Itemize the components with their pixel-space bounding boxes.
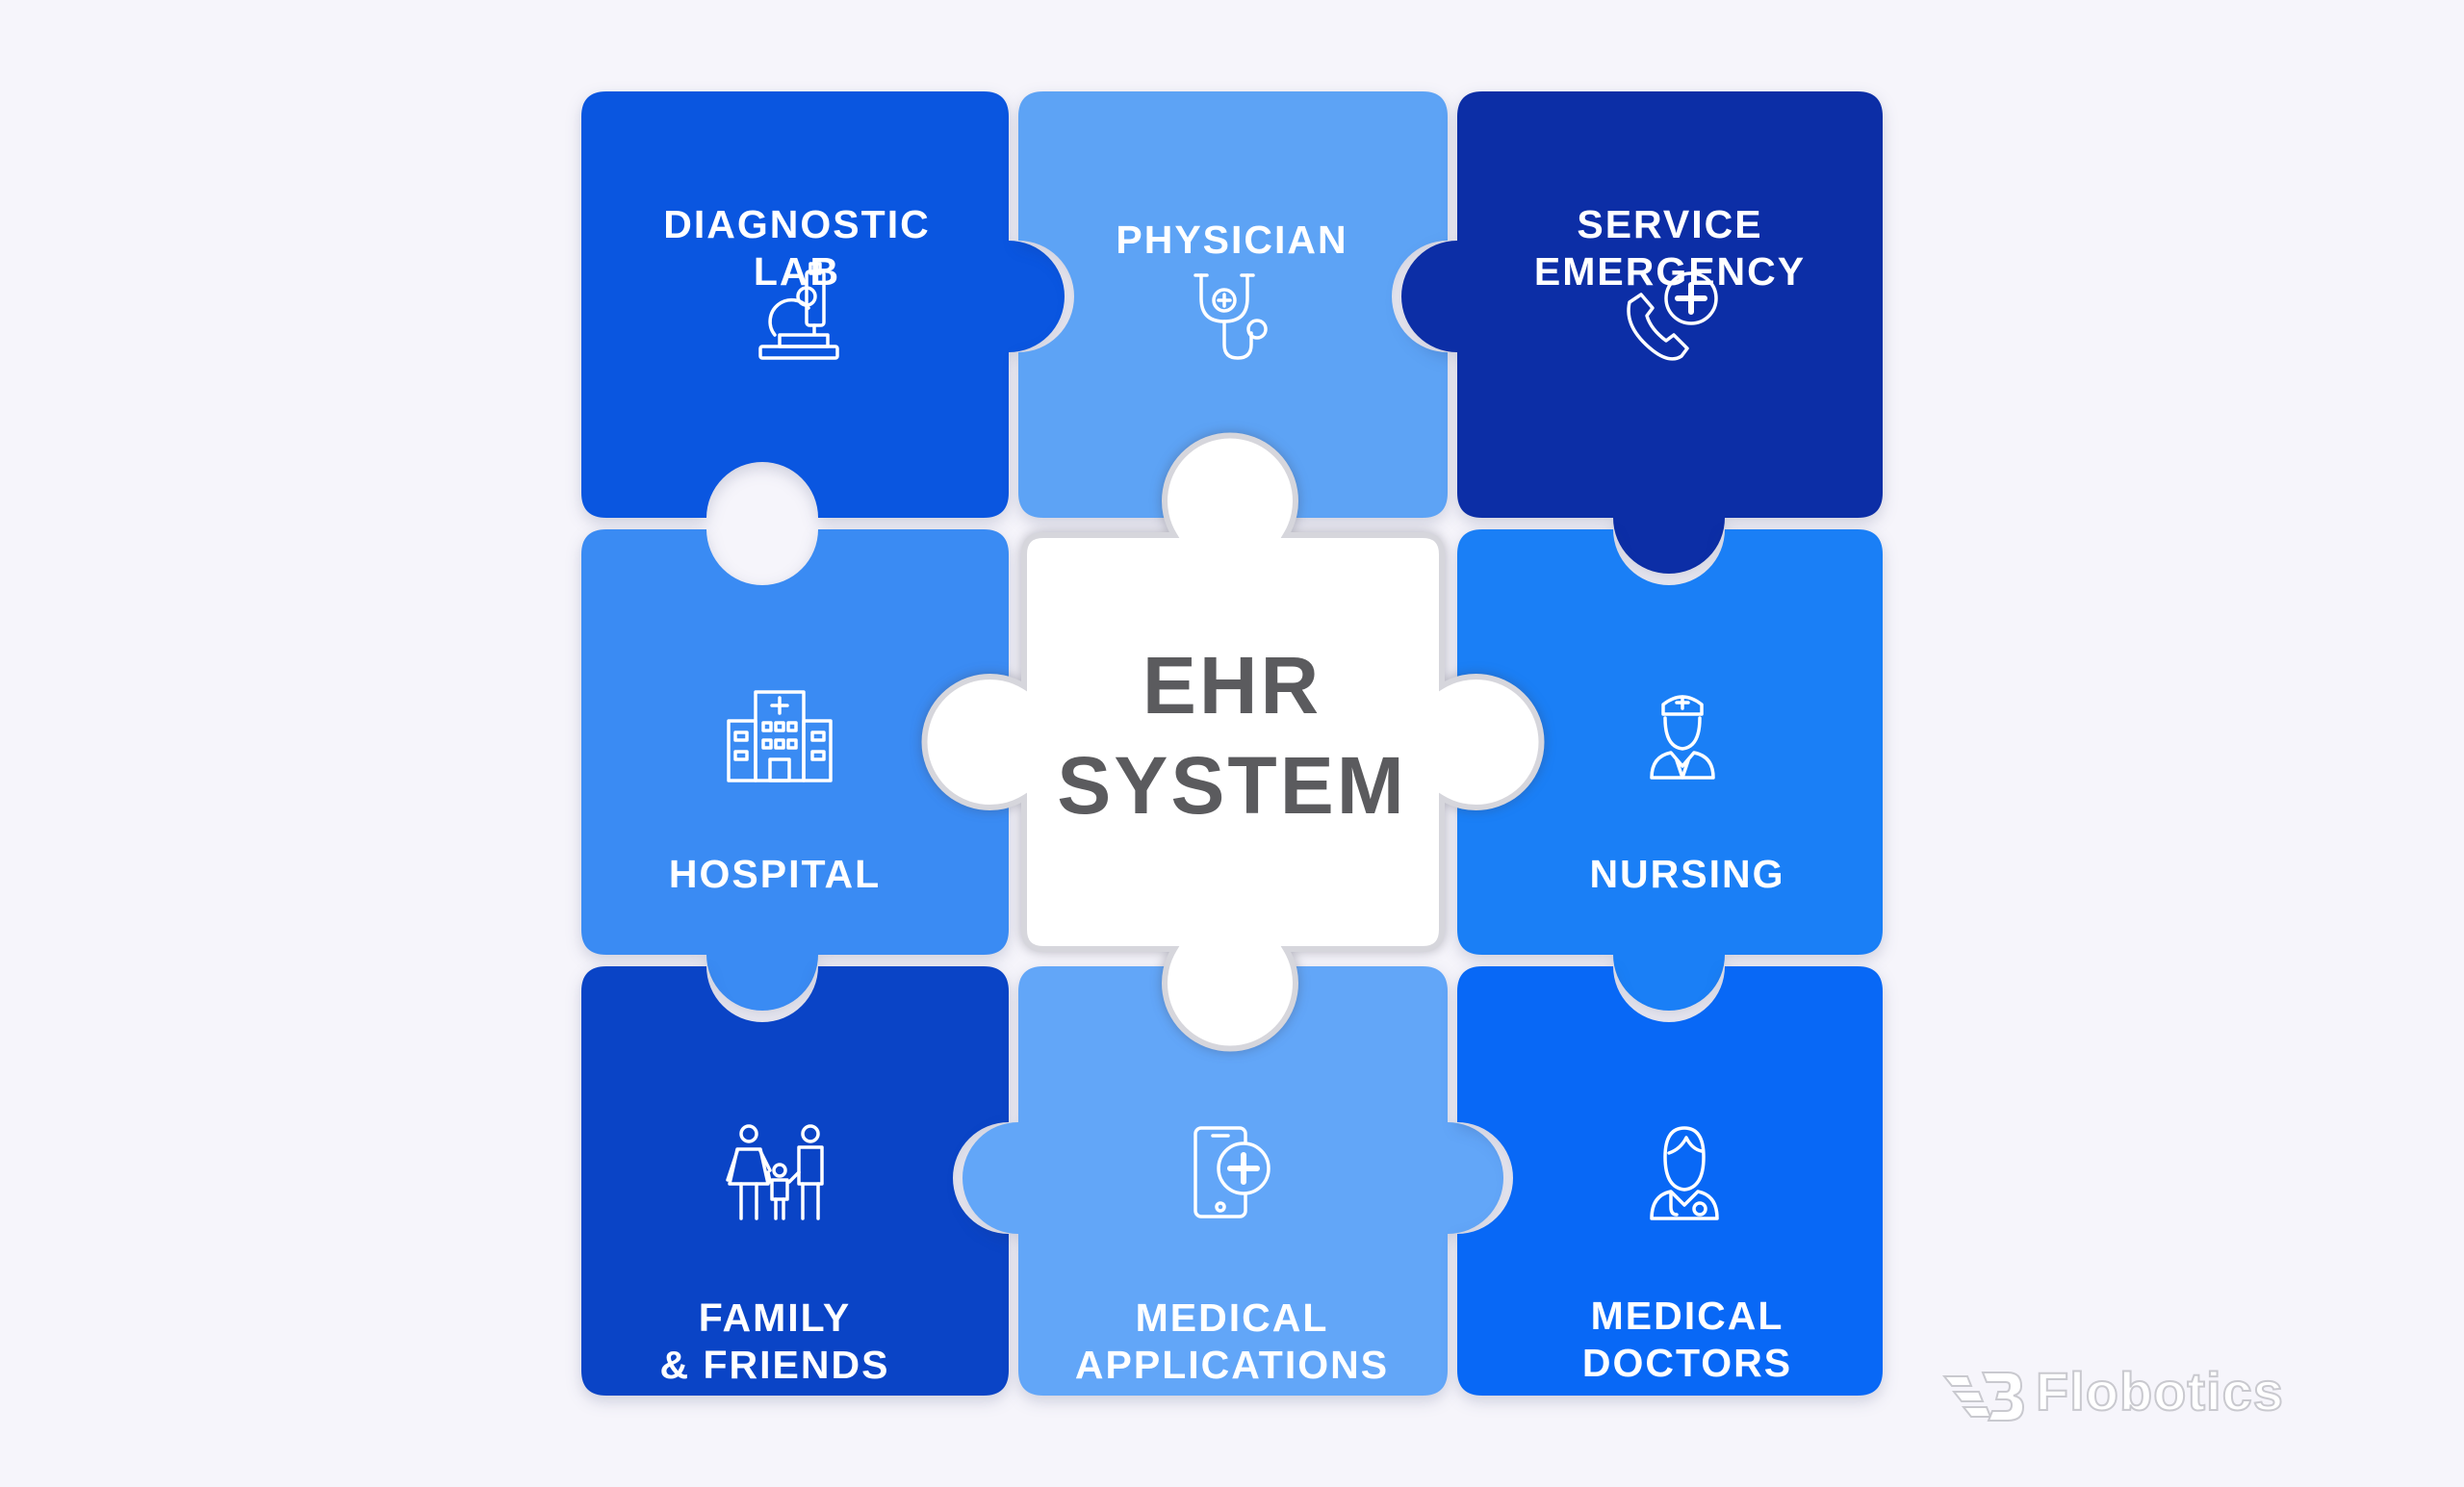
piece-family-friends (581, 966, 1009, 1396)
label-physician: PHYSICIAN (1116, 218, 1348, 262)
label-hospital: HOSPITAL (668, 852, 882, 896)
microscope-icon (758, 262, 839, 360)
stethoscope-icon (1194, 273, 1268, 360)
label-family-friends: FAMILY& FRIENDS (659, 1295, 890, 1387)
nurse-icon (1650, 695, 1715, 780)
flobotics-logo: Flobotics (1939, 1357, 2305, 1424)
hospital-building-icon (727, 690, 833, 782)
logo-text: Flobotics (2035, 1360, 2284, 1423)
flobotics-logo-icon (1941, 1372, 2025, 1422)
label-nursing: NURSING (1589, 852, 1785, 896)
piece-nursing (1457, 529, 1883, 1011)
emergency-call-icon (1627, 271, 1718, 361)
family-icon (726, 1124, 824, 1220)
medical-app-phone-icon (1194, 1126, 1270, 1218)
piece-ehr-system (921, 432, 1545, 1052)
doctor-icon (1650, 1126, 1719, 1220)
piece-hospital (581, 529, 1009, 1011)
piece-service-emergency (1401, 91, 1883, 574)
